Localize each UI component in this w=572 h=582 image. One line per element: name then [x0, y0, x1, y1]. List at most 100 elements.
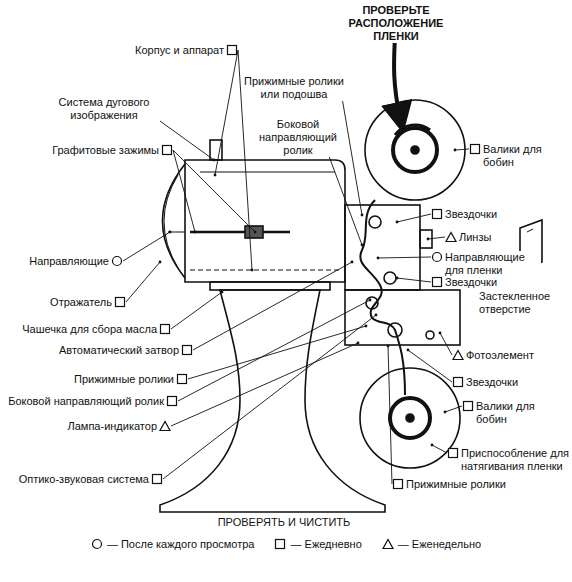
legend-text: — После каждого просмотра [107, 538, 255, 550]
leader-dot [361, 214, 364, 217]
leader-line [432, 445, 447, 453]
weekly-triangle [383, 540, 393, 549]
part-label: Прижимные ролики [405, 478, 507, 491]
leader-line [171, 343, 358, 426]
part-label: Корпус и аппарат [134, 44, 225, 57]
leader-dot [213, 159, 216, 162]
weekly-triangle [453, 351, 463, 360]
daily-square [471, 145, 480, 154]
daily-square [116, 298, 125, 307]
part-label: Фотоэлемент [465, 349, 535, 362]
weekly-triangle [160, 422, 170, 431]
leader-line [163, 315, 376, 479]
part-label: Лампа-индикатор [67, 420, 159, 433]
leader-dot [375, 314, 378, 317]
legend-symbol [274, 538, 286, 550]
leader-dot [361, 244, 364, 247]
legend-text: — Еженедельно [398, 538, 481, 550]
daily-square [183, 346, 192, 355]
part-label: Валики для бобин [482, 143, 570, 169]
leader-line [378, 257, 431, 258]
after-show-circle [92, 540, 101, 549]
leader-line [126, 262, 160, 302]
daily-square [161, 325, 170, 334]
leader-line [388, 346, 392, 484]
daily-square [449, 449, 458, 458]
leader-line [428, 237, 445, 239]
legend: — После каждого просмотра — Ежедневно — Еж… [0, 538, 572, 550]
leader-line [171, 292, 222, 329]
daily-square [163, 146, 172, 155]
part-label: Звездочки [444, 208, 498, 221]
daily-square [454, 378, 463, 387]
part-label: Линзы [458, 231, 492, 244]
leader-line [123, 232, 170, 261]
part-label: Звездочки [444, 276, 498, 289]
leader-line [173, 150, 195, 232]
daily-square [178, 375, 187, 384]
leader-dot [194, 231, 197, 234]
leader-dot [396, 221, 399, 224]
part-label: Боковой направляющий ролик [7, 395, 165, 408]
leader-dot [369, 299, 372, 302]
daily-square [228, 46, 237, 55]
daily-square [433, 210, 442, 219]
part-label: Боковой направляющий ролик [256, 118, 340, 157]
leader-line [445, 406, 462, 412]
part-label: Система дугового изображения [48, 96, 160, 122]
leader-line [455, 149, 469, 150]
leader-dot [221, 291, 224, 294]
leader-dot [377, 257, 380, 260]
daily-square [168, 397, 177, 406]
part-label: Прижимные ролики [73, 373, 175, 386]
part-label: Прижимные ролики или подошва [243, 75, 345, 101]
leader-dot [444, 411, 447, 414]
part-label: Застекленное отверстие [478, 290, 570, 316]
leader-dot [439, 332, 442, 335]
legend-item: — Еженедельно [382, 538, 481, 550]
legend-symbol [91, 538, 103, 550]
legend-text: — Ежедневно [290, 538, 361, 550]
leader-dot [169, 231, 172, 234]
part-label: Автоматический затвор [58, 344, 180, 357]
leader-line [193, 262, 352, 350]
after-show-circle [433, 253, 442, 262]
daily-square [276, 540, 285, 549]
leader-line [397, 214, 431, 222]
leader-dot [396, 277, 399, 280]
part-label: ПРОВЕРЯТЬ И ЧИСТИТЬ [0, 516, 568, 529]
leader-line [215, 50, 238, 175]
leader-line [408, 350, 452, 382]
leader-dot [431, 444, 434, 447]
legend-symbol [382, 538, 394, 550]
leader-line [173, 150, 255, 232]
daily-square [433, 278, 442, 287]
leader-dot [251, 269, 254, 272]
part-label: Направляющие [28, 255, 110, 268]
leader-dot [357, 342, 360, 345]
part-label: Валики для бобин [475, 400, 539, 426]
part-label: Звездочки [465, 376, 519, 389]
part-label: Направляющие для пленки [444, 251, 541, 277]
daily-square [153, 475, 162, 484]
part-label: Приспособление для натягивания пленки [460, 447, 570, 473]
after-show-circle [113, 257, 122, 266]
leader-dot [427, 238, 430, 241]
daily-square [464, 402, 473, 411]
part-label: Оптико-звуковая система [18, 473, 150, 486]
leader-dot [454, 149, 457, 152]
leader-line [152, 115, 214, 160]
leader-dot [365, 325, 368, 328]
leader-line [327, 150, 362, 245]
legend-item: — После каждого просмотра [91, 538, 255, 550]
leader-dot [387, 345, 390, 348]
leader-dot [159, 261, 162, 264]
part-label: Графитовые зажимы [51, 144, 160, 157]
leader-dot [254, 231, 257, 234]
callout-heading: ПРОВЕРЬТЕ РАСПОЛОЖЕНИЕ ПЛЕНКИ [330, 4, 462, 43]
leader-dot [214, 174, 217, 177]
leader-line [188, 326, 366, 379]
leader-dot [351, 261, 354, 264]
part-label: Отражатель [49, 296, 113, 309]
daily-square [394, 480, 403, 489]
